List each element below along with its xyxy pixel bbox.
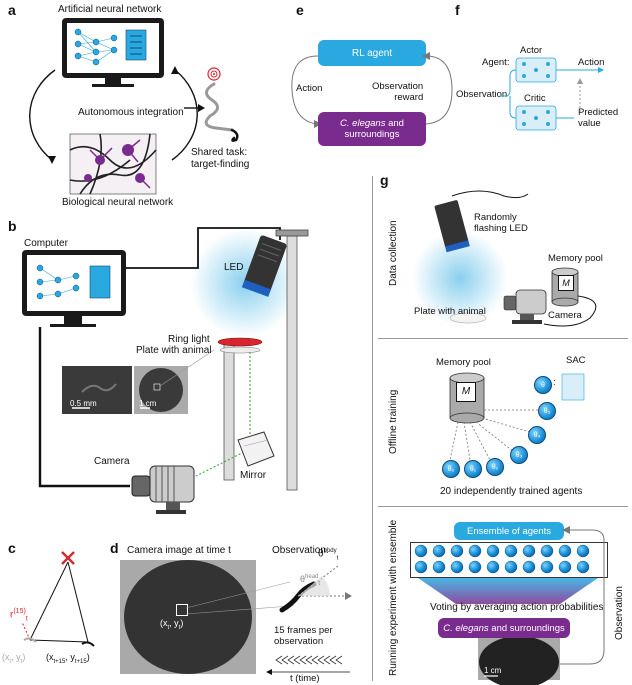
- scale-0.5mm: 0.5 mm: [70, 399, 97, 408]
- time-label: t (time): [290, 673, 320, 684]
- g-environment-box: C. elegans and surroundings: [438, 618, 570, 638]
- ensemble-box: Ensemble of agents: [454, 522, 564, 540]
- rl-agent-box: RL agent: [318, 40, 426, 66]
- f-action-label: Action: [578, 57, 605, 68]
- agent-theta-3: θ₃: [510, 446, 528, 464]
- bnn-label: Biological neural network: [62, 197, 174, 208]
- camera-body: [131, 465, 195, 514]
- g-divider-1: [378, 338, 628, 339]
- ring-light-label: Ring light: [168, 334, 210, 345]
- scale-1cm: 1 cm: [139, 399, 157, 408]
- panel-label-c: c: [8, 540, 16, 556]
- voting-label: Voting by averaging action probabilities: [430, 602, 604, 613]
- f-agent-label: Agent:: [482, 57, 510, 68]
- panel-label-a: a: [8, 2, 16, 18]
- theta-body-label: θbodyt: [318, 548, 339, 562]
- theta-head-label: θheadt: [300, 574, 321, 587]
- g-divider-2: [378, 506, 628, 507]
- r-label: r(15)t: [10, 608, 28, 623]
- monitor-base: [92, 84, 134, 87]
- camera-image-title: Camera image at time t: [127, 545, 231, 556]
- g-observation-label: Observation: [614, 586, 625, 640]
- agents-caption: 20 independently trained agents: [440, 486, 583, 497]
- task-label: Shared task: target-finding: [191, 147, 250, 170]
- memory-pool2-m: M: [456, 382, 476, 402]
- ann-label: Artificial neural network: [58, 4, 162, 15]
- g-divider-left: [372, 176, 373, 681]
- led-label: LED: [224, 262, 244, 273]
- agent-theta-2: θ₂: [486, 458, 504, 476]
- panel-label-b: b: [8, 218, 17, 234]
- integration-label: Autonomous integration: [78, 107, 184, 118]
- observation-label: Observation:: [272, 545, 329, 556]
- frames-label: 15 frames per observation: [274, 625, 333, 647]
- agent-theta-4: θ₄: [528, 426, 546, 444]
- plate-label: Plate with animal: [136, 345, 212, 356]
- g-led-label: Randomly flashing LED: [474, 212, 528, 234]
- e-action-label: Action: [296, 83, 323, 94]
- sac-colon: :: [553, 377, 556, 388]
- computer-label: Computer: [24, 238, 68, 249]
- agent-theta-0: θ₀: [442, 460, 460, 478]
- monitor-stand: [105, 78, 121, 84]
- sac-theta: θ: [534, 376, 552, 394]
- f-observation-label: Observation: [456, 89, 508, 100]
- coord-label: (xt, yt): [160, 618, 184, 631]
- panel-label-g: g: [380, 172, 389, 188]
- critic-label: Critic: [524, 93, 546, 104]
- sac-label: SAC: [566, 355, 586, 366]
- camera-label: Camera: [94, 456, 130, 467]
- panel-label-f: f: [455, 2, 460, 18]
- actor-label: Actor: [520, 45, 543, 56]
- xy-t15-label: (xt+15, yt+15): [46, 652, 90, 665]
- e-observation-label: Observation reward: [372, 81, 424, 103]
- panel-label-e: e: [296, 2, 304, 18]
- panel-label-d: d: [110, 540, 119, 556]
- mirror-label: Mirror: [240, 470, 267, 481]
- environment-box: C. elegans and surroundings: [318, 112, 426, 146]
- predicted-value-label: Predicted value: [578, 107, 619, 129]
- camera-image: [120, 560, 256, 674]
- g-pool-label: Memory pool: [548, 253, 603, 264]
- agent-theta-1: θ₁: [464, 460, 482, 478]
- agent-theta-5: θ₅: [538, 402, 556, 420]
- g-camera-label: Camera: [548, 310, 582, 321]
- memory-pool-m: M: [558, 275, 574, 291]
- g-plate-label: Plate with animal: [414, 306, 486, 317]
- xy-t-label: (xt, yt): [2, 652, 26, 665]
- g-scale-label: 1 cm: [484, 666, 502, 675]
- g-pool2-label: Memory pool: [436, 357, 491, 368]
